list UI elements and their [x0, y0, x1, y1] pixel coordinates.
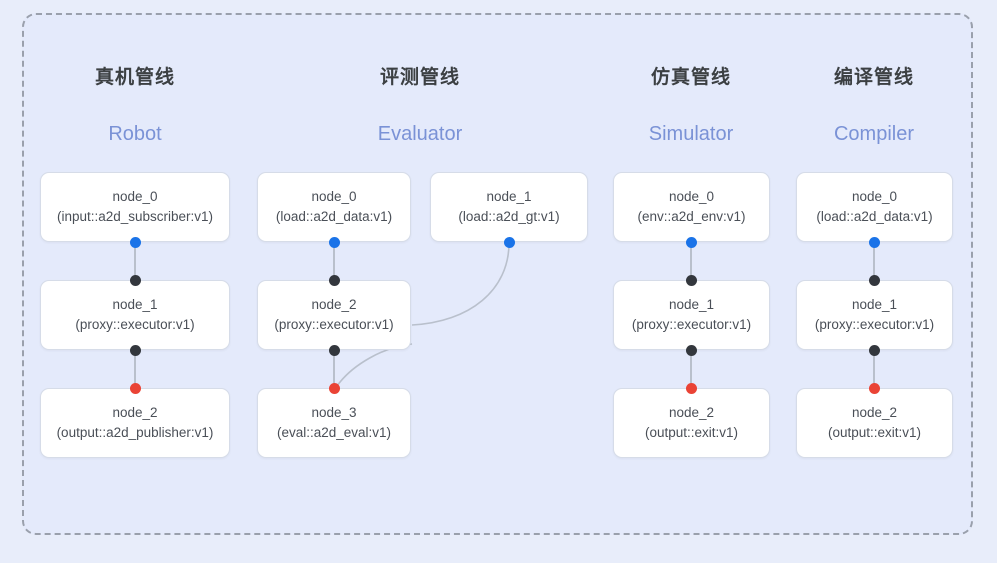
column-title-en: Evaluator	[377, 123, 463, 145]
pipeline-node[interactable]: node_1(proxy::executor:v1)	[613, 280, 770, 350]
column-title-cn: 仿真管线	[650, 67, 731, 88]
node-type-label: (load::a2d_gt:v1)	[458, 209, 560, 224]
node-port-black-dot[interactable]	[686, 344, 697, 356]
node-name-label: node_1	[668, 297, 715, 312]
column-title-en: Robot	[108, 123, 162, 145]
node-connector-line	[134, 349, 136, 389]
node-connector-line	[690, 241, 692, 281]
node-type-label: (eval::a2d_eval:v1)	[276, 425, 392, 440]
node-type-label: (output::exit:v1)	[827, 425, 922, 440]
node-name-label: node_0	[311, 189, 357, 204]
node-name-label: node_2	[311, 297, 357, 312]
node-port-black-dot[interactable]	[129, 274, 141, 286]
node-connector-line	[873, 349, 875, 389]
node-port-blue-dot[interactable]	[686, 236, 697, 248]
pipeline-node[interactable]: node_2(output::exit:v1)	[796, 388, 953, 458]
node-name-label: node_0	[112, 189, 158, 204]
node-type-label: (load::a2d_data:v1)	[816, 209, 933, 224]
node-name-label: node_2	[668, 405, 715, 420]
node-type-label: (load::a2d_data:v1)	[275, 209, 393, 224]
pipeline-node[interactable]: node_0(load::a2d_data:v1)	[257, 172, 411, 242]
node-port-red-dot[interactable]	[129, 382, 141, 394]
column-title-en: Compiler	[833, 123, 915, 145]
column-title-cn: 真机管线	[94, 67, 175, 88]
column-title-en: Simulator	[648, 123, 734, 145]
node-connector-line	[333, 241, 335, 281]
node-port-blue-dot[interactable]	[869, 236, 880, 248]
node-port-red-dot[interactable]	[686, 382, 697, 394]
node-port-black-dot[interactable]	[686, 274, 697, 286]
node-type-label: (proxy::executor:v1)	[631, 317, 752, 332]
pipeline-node[interactable]: node_2(output::a2d_publisher:v1)	[40, 388, 230, 458]
node-name-label: node_1	[486, 189, 532, 204]
node-type-label: (env::a2d_env:v1)	[637, 209, 746, 224]
pipeline-node[interactable]: node_3(eval::a2d_eval:v1)	[257, 388, 411, 458]
node-port-black-dot[interactable]	[328, 274, 340, 286]
pipeline-node[interactable]: node_0(load::a2d_data:v1)	[796, 172, 953, 242]
node-name-label: node_1	[851, 297, 898, 312]
node-name-label: node_3	[311, 405, 357, 420]
pipeline-node[interactable]: node_2(output::exit:v1)	[613, 388, 770, 458]
node-type-label: (proxy::executor:v1)	[75, 317, 195, 332]
node-connector-line	[134, 241, 136, 281]
pipeline-node[interactable]: node_1(proxy::executor:v1)	[796, 280, 953, 350]
node-connector-line	[690, 349, 692, 389]
pipeline-node[interactable]: node_0(input::a2d_subscriber:v1)	[40, 172, 230, 242]
pipeline-node[interactable]: node_0(env::a2d_env:v1)	[613, 172, 770, 242]
pipeline-node[interactable]: node_1(load::a2d_gt:v1)	[430, 172, 588, 242]
node-port-red-dot[interactable]	[328, 382, 340, 394]
node-name-label: node_0	[668, 189, 715, 204]
node-port-blue-dot[interactable]	[503, 236, 515, 248]
node-port-red-dot[interactable]	[869, 382, 880, 394]
node-type-label: (proxy::executor:v1)	[814, 317, 935, 332]
node-port-black-dot[interactable]	[869, 274, 880, 286]
column-title-cn: 评测管线	[379, 67, 460, 88]
node-name-label: node_0	[851, 189, 898, 204]
node-name-label: node_2	[851, 405, 898, 420]
node-type-label: (proxy::executor:v1)	[274, 317, 394, 332]
node-name-label: node_1	[112, 297, 158, 312]
node-port-black-dot[interactable]	[869, 344, 880, 356]
node-port-blue-dot[interactable]	[328, 236, 340, 248]
column-title-cn: 编译管线	[833, 67, 914, 88]
node-connector-line	[333, 349, 335, 389]
node-port-black-dot[interactable]	[328, 344, 340, 356]
node-type-label: (output::exit:v1)	[644, 425, 739, 440]
node-type-label: (input::a2d_subscriber:v1)	[56, 209, 214, 224]
node-port-black-dot[interactable]	[129, 344, 141, 356]
node-type-label: (output::a2d_publisher:v1)	[56, 425, 214, 440]
node-connector-line	[873, 241, 875, 281]
node-name-label: node_2	[112, 405, 158, 420]
pipeline-node[interactable]: node_2(proxy::executor:v1)	[257, 280, 411, 350]
pipeline-node[interactable]: node_1(proxy::executor:v1)	[40, 280, 230, 350]
node-port-blue-dot[interactable]	[129, 236, 141, 248]
